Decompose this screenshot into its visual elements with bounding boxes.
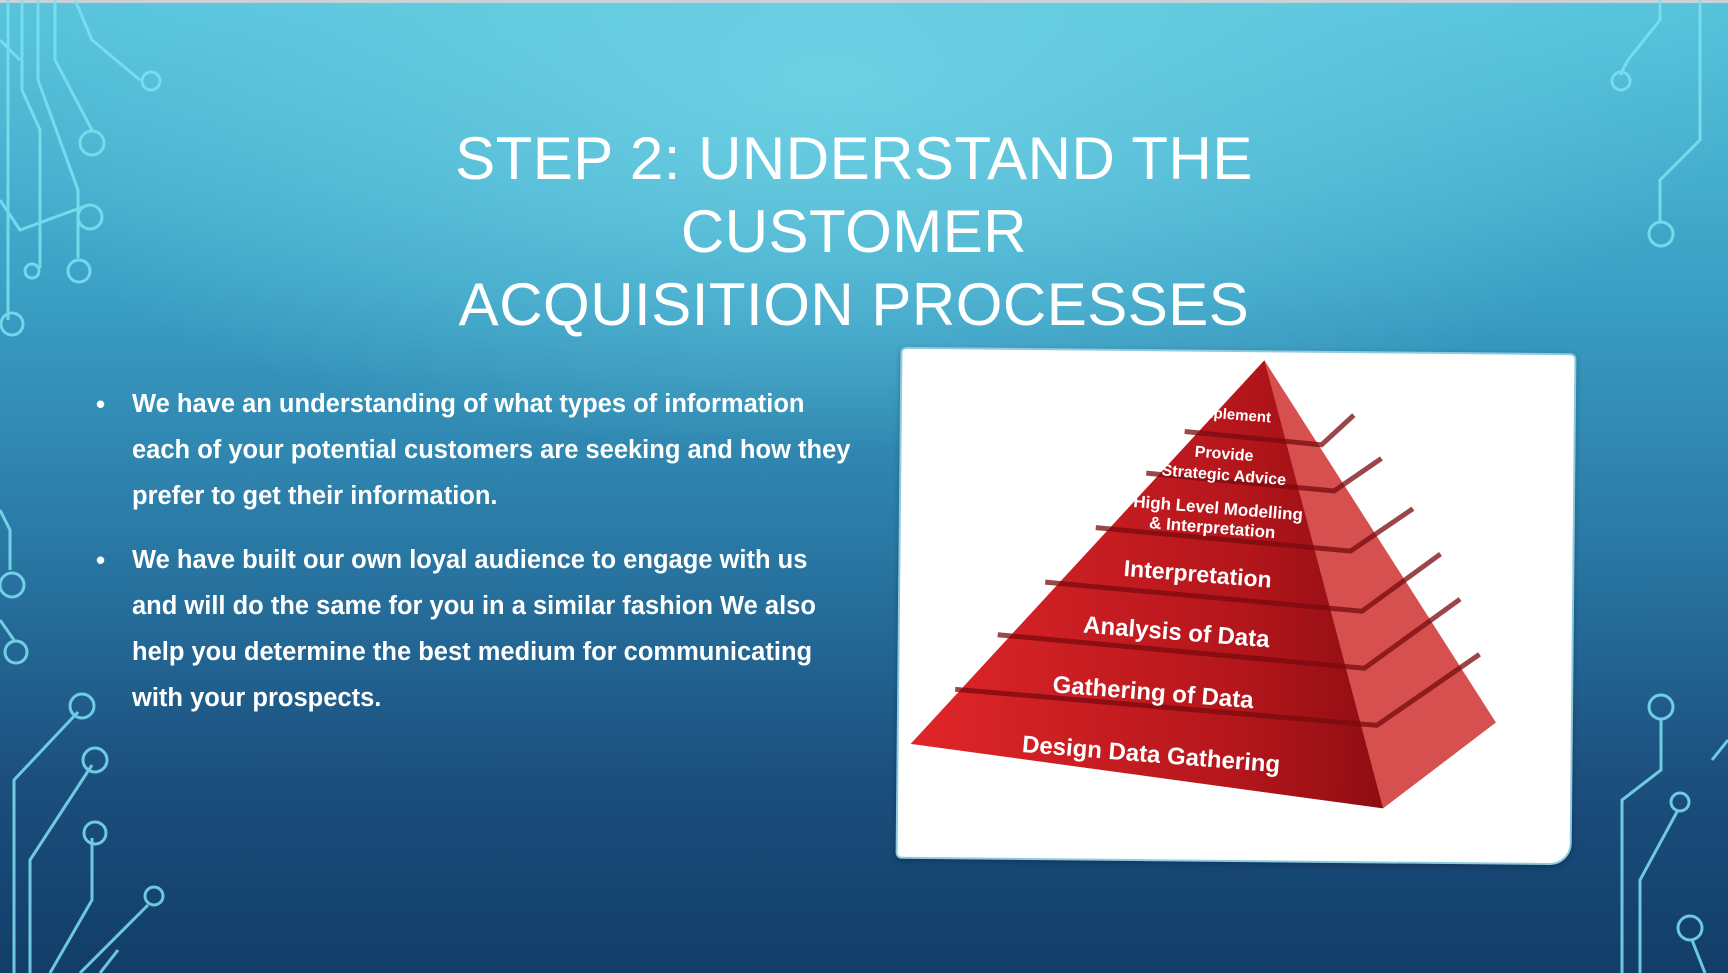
bullet-text: We have built our own loyal audience to … (132, 546, 816, 712)
bullet-text: We have an understanding of what types o… (132, 390, 851, 510)
top-border (0, 0, 1728, 3)
title-line-2: acquisition processes (458, 271, 1250, 338)
level-separator (1146, 456, 1383, 494)
level-separator (954, 652, 1481, 728)
level-separator (997, 597, 1462, 671)
level-separator (1095, 506, 1415, 554)
bullet-list: • We have an understanding of what types… (96, 381, 856, 739)
pyramid-picture[interactable]: Implement Provide Strategic Advice High … (895, 346, 1577, 866)
bullet-dot: • (96, 545, 106, 575)
bullet-item: • We have an understanding of what types… (96, 381, 856, 519)
pyramid-side-face (1264, 360, 1496, 809)
pyramid-diagram: Implement Provide Strategic Advice High … (910, 360, 1496, 809)
level-label-strategic-advice-1: Provide (1194, 444, 1254, 466)
bullet-item: • We have built our own loyal audience t… (96, 537, 856, 721)
bullet-dot: • (96, 389, 106, 419)
slide-title: Step 2: Understand the customer acquisit… (280, 122, 1428, 341)
level-separator (1184, 413, 1356, 448)
level-label-implement: Implement (1195, 404, 1271, 427)
title-line-1: Step 2: Understand the customer (455, 125, 1253, 265)
level-separator (1044, 551, 1442, 614)
